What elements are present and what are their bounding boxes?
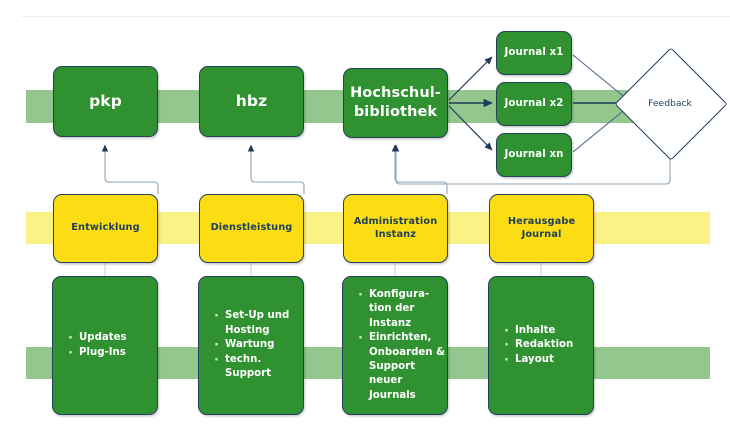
task-list-herausgabe: InhalteRedaktionLayout xyxy=(503,323,573,371)
node-role-entwicklung-label: Entwicklung xyxy=(71,222,140,234)
task-list-administration: Konfigura-tion der InstanzEinrichten, On… xyxy=(357,287,447,404)
node-role-dienstleistung[interactable]: Dienstleistung xyxy=(199,194,304,263)
node-tasks-entwicklung[interactable]: UpdatesPlug-Ins xyxy=(52,276,158,415)
node-role-dienstleistung-label: Dienstleistung xyxy=(210,222,293,234)
task-list-item: Inhalte xyxy=(503,323,573,342)
node-feedback-label-wrap: Feedback xyxy=(631,64,709,142)
task-list-item: Set-Up und Hosting xyxy=(213,308,303,338)
node-hochschulbibliothek[interactable]: Hochschul- bibliothek xyxy=(343,68,448,138)
node-journal-xn[interactable]: Journal xn xyxy=(496,133,572,177)
node-role-entwicklung[interactable]: Entwicklung xyxy=(53,194,158,263)
task-list-dienstleistung: Set-Up und HostingWartungtechn. Support xyxy=(213,308,303,382)
node-role-herausgabe-label: Herausgabe Journal xyxy=(507,215,576,240)
task-list-item: Wartung xyxy=(213,337,303,356)
edge-entwicklung-to-pkp xyxy=(101,144,159,194)
task-list-item: Konfigura-tion der Instanz xyxy=(357,287,447,331)
task-list-entwicklung: UpdatesPlug-Ins xyxy=(67,330,127,364)
edge-administration-to-hochschulbibliothek xyxy=(391,144,448,194)
node-journal-x2-label: Journal x2 xyxy=(504,98,564,110)
node-role-herausgabe[interactable]: Herausgabe Journal xyxy=(489,194,594,263)
task-list-item: Redaktion xyxy=(503,337,573,356)
task-list-item: Updates xyxy=(67,330,127,349)
top-divider-rule xyxy=(22,16,730,17)
node-journal-x1[interactable]: Journal x1 xyxy=(496,31,572,75)
node-pkp[interactable]: pkp xyxy=(53,66,158,137)
node-tasks-administration[interactable]: Konfigura-tion der InstanzEinrichten, On… xyxy=(342,276,448,415)
task-list-item: Layout xyxy=(503,352,573,371)
node-tasks-herausgabe[interactable]: InhalteRedaktionLayout xyxy=(488,276,594,415)
task-list-item: Einrichten, Onboarden & Support neuer Jo… xyxy=(357,330,447,403)
node-tasks-dienstleistung[interactable]: Set-Up und HostingWartungtechn. Support xyxy=(198,276,304,415)
node-hochschulbibliothek-label: Hochschul- bibliothek xyxy=(350,84,441,120)
node-hbz[interactable]: hbz xyxy=(199,66,304,137)
node-feedback-label: Feedback xyxy=(648,97,692,109)
edge-dienstleistung-to-hbz xyxy=(247,144,305,194)
node-journal-xn-label: Journal xn xyxy=(504,149,564,161)
node-journal-x1-label: Journal x1 xyxy=(504,47,564,59)
task-list-item: techn. Support xyxy=(213,352,303,382)
node-role-administration-label: Administration Instanz xyxy=(353,215,438,240)
node-journal-x2[interactable]: Journal x2 xyxy=(496,82,572,126)
node-hbz-label: hbz xyxy=(235,92,268,111)
node-role-administration[interactable]: Administration Instanz xyxy=(343,194,448,263)
node-pkp-label: pkp xyxy=(89,92,122,111)
task-list-item: Plug-Ins xyxy=(67,344,127,363)
